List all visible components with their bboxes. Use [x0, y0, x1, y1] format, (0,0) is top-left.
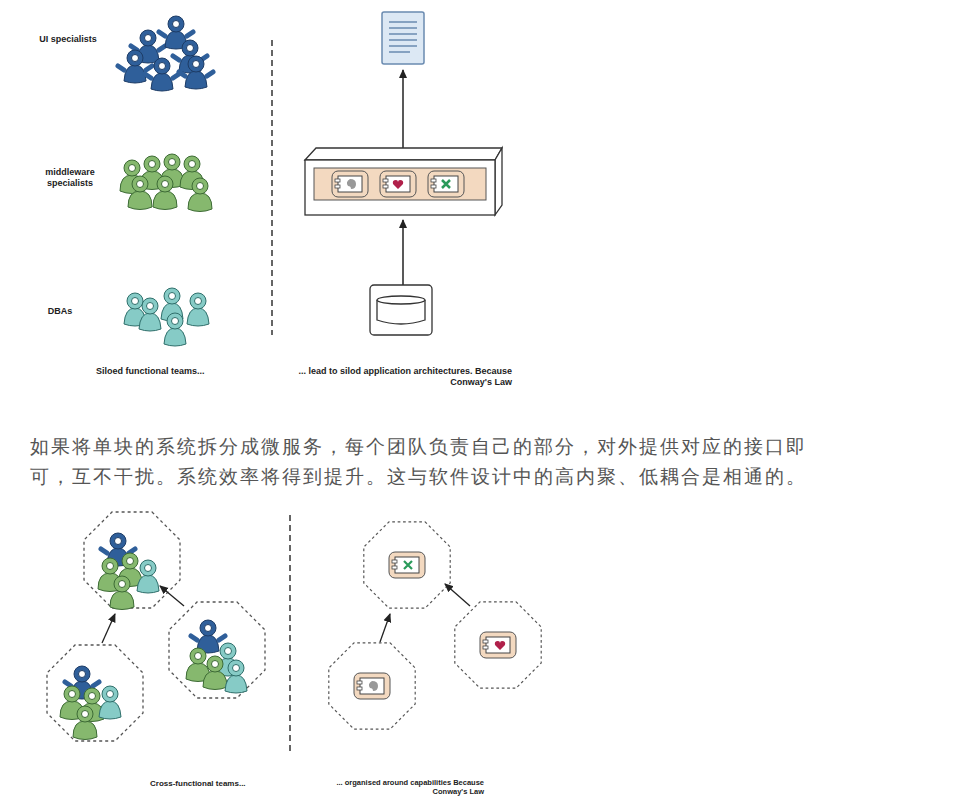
service-octagon: [455, 602, 541, 688]
team-octagon: [47, 645, 143, 741]
caption-text: Cross-functional teams...: [150, 779, 290, 789]
arrow: [102, 614, 115, 643]
arrow: [402, 70, 404, 148]
document-icon: [382, 12, 424, 64]
arrow: [402, 220, 404, 285]
ui-team: [118, 16, 213, 91]
arrow: [160, 586, 184, 606]
caption-text: ... lead to silod application architectu…: [280, 366, 512, 389]
application-box: [305, 148, 502, 215]
divider: [289, 515, 291, 752]
paragraph: 如果将单块的系统拆分成微服务，每个团队负责自己的部分，对外提供对应的接口即可，互…: [30, 431, 820, 491]
team-octagon: [84, 512, 180, 610]
caption-text: Siloed functional teams...: [96, 366, 266, 377]
service-octagon: [329, 643, 415, 729]
database-icon: [370, 285, 432, 335]
caption-text: ... organised around capabilities Becaus…: [332, 778, 484, 797]
arrow: [445, 584, 470, 606]
middleware-team: [120, 154, 212, 212]
team-octagon: [169, 602, 265, 698]
service-octagon: [364, 522, 450, 608]
dba-team: [124, 288, 209, 346]
team-label: DBAs: [40, 306, 80, 317]
team-label: middleware specialists: [34, 167, 106, 190]
arrow: [380, 614, 390, 642]
team-label: UI specialists: [36, 34, 100, 45]
divider: [271, 40, 273, 335]
